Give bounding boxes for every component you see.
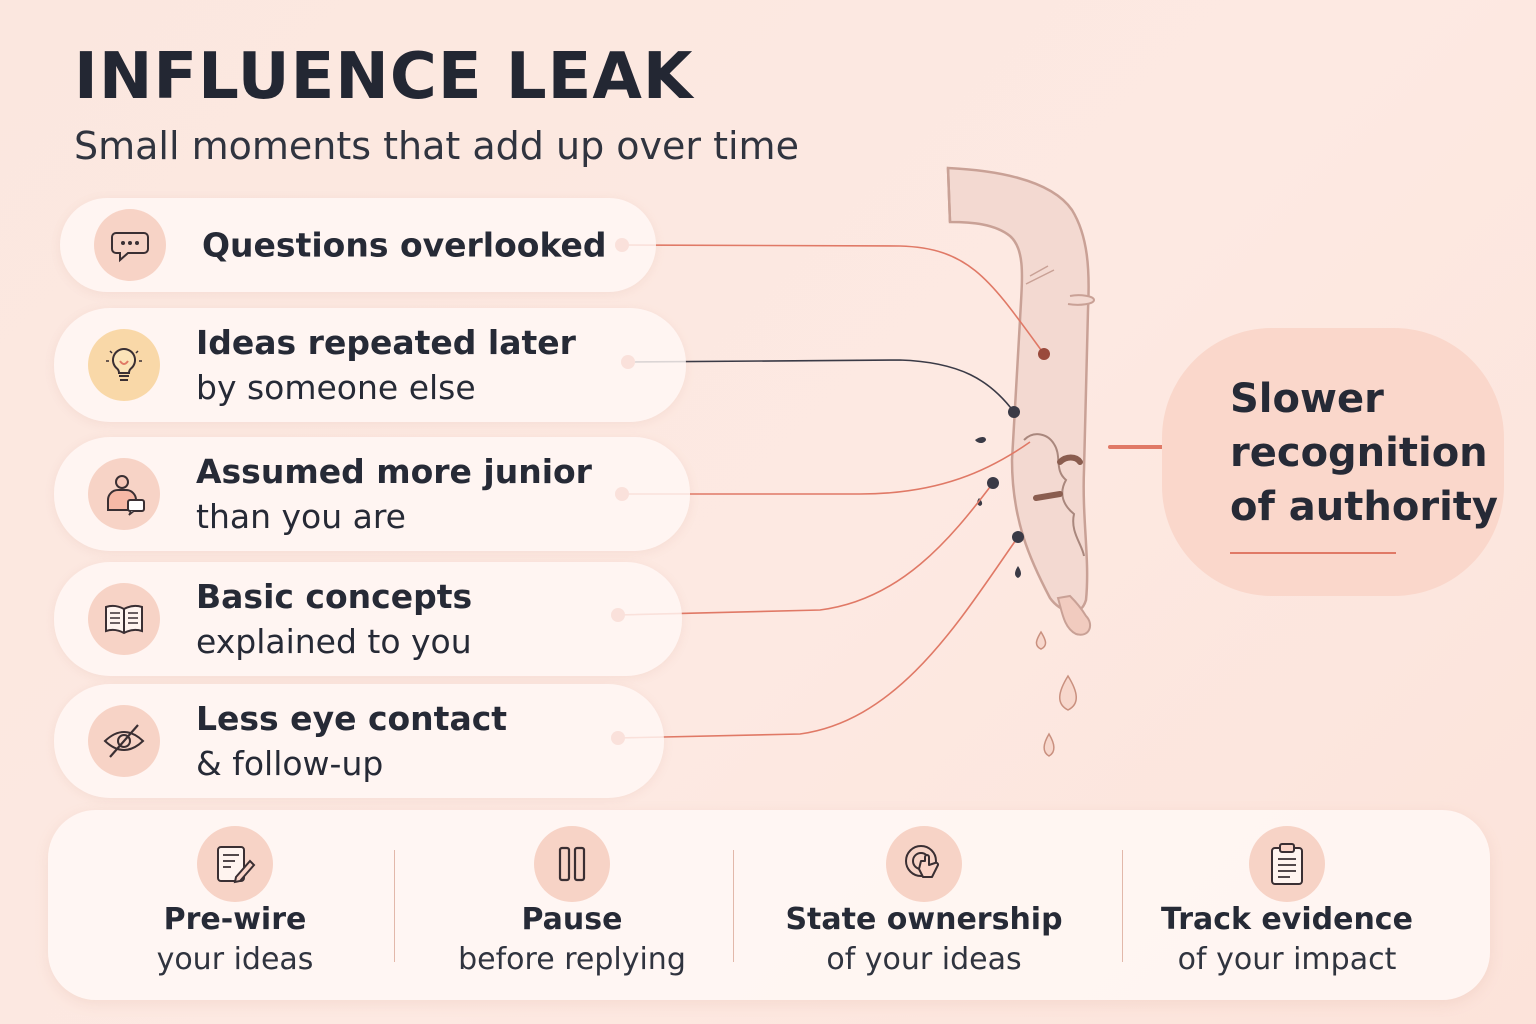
tip-sublabel: before replying xyxy=(458,942,686,977)
leak-point xyxy=(1012,531,1024,543)
cause-card: Basic concepts explained to you xyxy=(54,562,682,676)
cause-sublabel: than you are xyxy=(196,497,406,536)
lightbulb-icon xyxy=(88,329,160,401)
tip-item: State ownership of your ideas xyxy=(774,810,1074,1000)
tip-item: Pause before replying xyxy=(422,810,722,1000)
cause-label: Less eye contact xyxy=(196,699,508,738)
cause-sublabel: explained to you xyxy=(196,622,472,661)
tip-label: Pre-wire xyxy=(163,902,307,937)
tip-label: Track evidence xyxy=(1161,902,1413,937)
result-line: Slower xyxy=(1230,376,1384,422)
tip-sublabel: of your impact xyxy=(1177,942,1397,977)
tip-item: Track evidence of your impact xyxy=(1152,810,1422,1000)
droplet-icon xyxy=(1059,674,1077,711)
tip-item: Pre-wire your ideas xyxy=(108,810,362,1000)
notepad-pen-icon xyxy=(197,826,273,902)
leak-point xyxy=(987,477,999,489)
cause-sublabel: by someone else xyxy=(196,368,476,407)
cause-label: Ideas repeated later xyxy=(196,323,576,362)
person-chat-icon xyxy=(88,458,160,530)
leaking-pipe xyxy=(946,166,1096,757)
tip-label: State ownership xyxy=(785,902,1063,937)
cause-card: Less eye contact & follow-up xyxy=(54,684,664,798)
divider xyxy=(733,850,734,962)
cause-card: Questions overlooked xyxy=(60,198,656,292)
open-book-icon xyxy=(88,583,160,655)
result-line: recognition xyxy=(1230,430,1488,476)
cause-label: Assumed more junior xyxy=(196,452,592,491)
speech-bubble-icon xyxy=(94,209,166,281)
tip-label: Pause xyxy=(521,902,623,937)
divider xyxy=(1122,850,1123,962)
cause-sublabel: & follow-up xyxy=(196,744,384,783)
cause-card: Assumed more junior than you are xyxy=(54,437,690,551)
droplet-icon xyxy=(1035,630,1047,650)
result-underline xyxy=(1230,552,1396,554)
cause-card: Ideas repeated later by someone else xyxy=(54,308,686,422)
leak-point xyxy=(1038,348,1050,360)
tip-sublabel: of your ideas xyxy=(826,942,1022,977)
cause-label: Questions overlooked xyxy=(202,225,607,265)
leak-point xyxy=(1008,406,1020,418)
eye-slash-icon xyxy=(88,705,160,777)
page-subtitle: Small moments that add up over time xyxy=(74,124,799,168)
result-bubble: Slower recognition of authority xyxy=(1162,328,1504,596)
droplet-icon xyxy=(1043,732,1055,757)
tip-sublabel: your ideas xyxy=(156,942,314,977)
tips-panel: Pre-wire your ideas Pause before replyin… xyxy=(48,810,1490,1000)
page-title: INFLUENCE LEAK xyxy=(74,40,694,114)
touch-target-icon xyxy=(886,826,962,902)
pause-icon xyxy=(534,826,610,902)
result-line: of authority xyxy=(1230,484,1498,530)
divider xyxy=(394,850,395,962)
clipboard-icon xyxy=(1249,826,1325,902)
cause-label: Basic concepts xyxy=(196,577,473,616)
